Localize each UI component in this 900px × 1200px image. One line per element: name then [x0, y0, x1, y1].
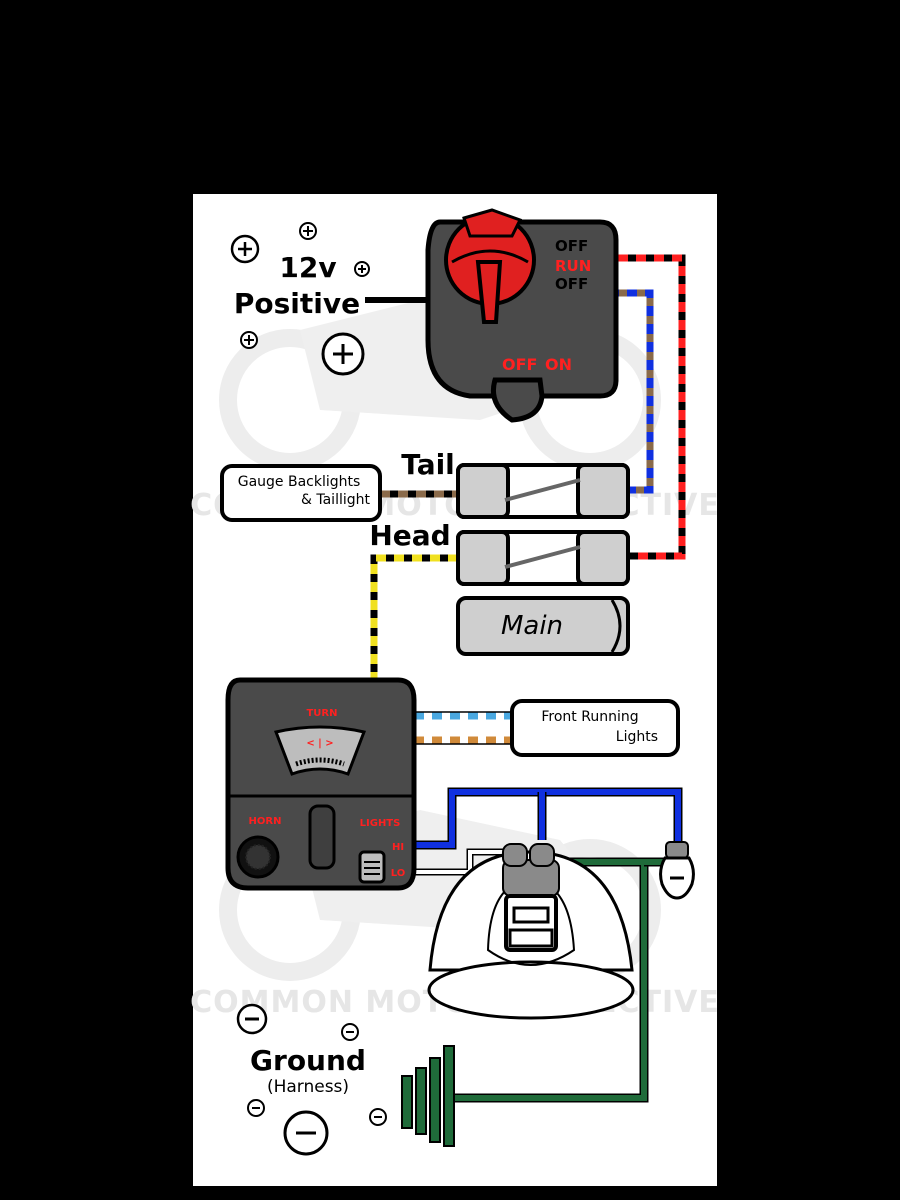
plus-icon [354, 261, 370, 277]
plus-icon [230, 234, 260, 264]
wire-front-running [414, 711, 512, 745]
wire-yellow-black [370, 554, 458, 680]
front-box-line1: Front Running [541, 709, 638, 725]
ground-label: Ground [250, 1044, 366, 1077]
wire-white-lo [414, 848, 510, 876]
wire-blue-hi [414, 787, 683, 850]
minus-icon [283, 1110, 329, 1156]
front-box-line2: Lights [616, 729, 658, 745]
positive-symbols [230, 222, 370, 376]
positive-label: Positive [234, 287, 360, 320]
ignition-switch[interactable]: OFF RUN OFF OFF ON [425, 208, 619, 423]
minus-icon [247, 1099, 265, 1117]
switch-cover [308, 804, 336, 870]
minus-icon [236, 1003, 268, 1035]
switch-label-off-top: OFF [555, 237, 588, 255]
kill-label-on: ON [545, 355, 572, 374]
fuse-head-label: Head [369, 519, 450, 552]
lo-label: LO [391, 868, 406, 879]
fuse-tail [456, 463, 630, 519]
switch-label-off-bottom: OFF [555, 275, 588, 293]
horn-label: HORN [249, 816, 282, 827]
switch-label-run: RUN [555, 257, 591, 275]
fuse-main-label: Main [501, 611, 563, 641]
front-running-box [510, 699, 680, 757]
wire-red-black [618, 254, 686, 560]
plus-icon [240, 331, 258, 349]
plus-icon [321, 332, 365, 376]
hi-label: HI [392, 842, 404, 853]
fuse-head [456, 530, 630, 586]
gauge-box-line2: & Taillight [301, 492, 370, 508]
plus-icon [299, 222, 317, 240]
control-switch[interactable]: TURN < | > HORN LIGHTS HI LO [225, 677, 417, 891]
headlight-bulb-icon [502, 843, 560, 952]
ground-sublabel: (Harness) [267, 1077, 349, 1097]
switch-knob [490, 377, 545, 423]
turn-arrows-icon: < | > [306, 738, 333, 749]
wire-blue-brown [618, 289, 654, 494]
kill-label-off: OFF [502, 355, 537, 374]
running-light-bulb-icon [659, 841, 695, 900]
turn-signal-switch[interactable]: < | > [273, 725, 367, 776]
lights-label: LIGHTS [360, 818, 401, 829]
minus-icon [369, 1108, 387, 1126]
minus-icon [341, 1023, 359, 1041]
ground-bars-icon [401, 1045, 455, 1147]
headlight [427, 843, 635, 1020]
horn-button[interactable] [236, 835, 280, 879]
gauge-box-line1: Gauge Backlights [238, 474, 361, 490]
dimmer-switch[interactable] [358, 850, 386, 884]
fuse-tail-label: Tail [401, 448, 455, 481]
fuse-main [456, 596, 630, 656]
run-switch-lever[interactable] [444, 208, 536, 324]
turn-label: TURN [306, 708, 337, 719]
gauge-backlights-box [220, 464, 382, 522]
voltage-label: 12v [279, 251, 336, 284]
negative-symbols [236, 1003, 387, 1156]
